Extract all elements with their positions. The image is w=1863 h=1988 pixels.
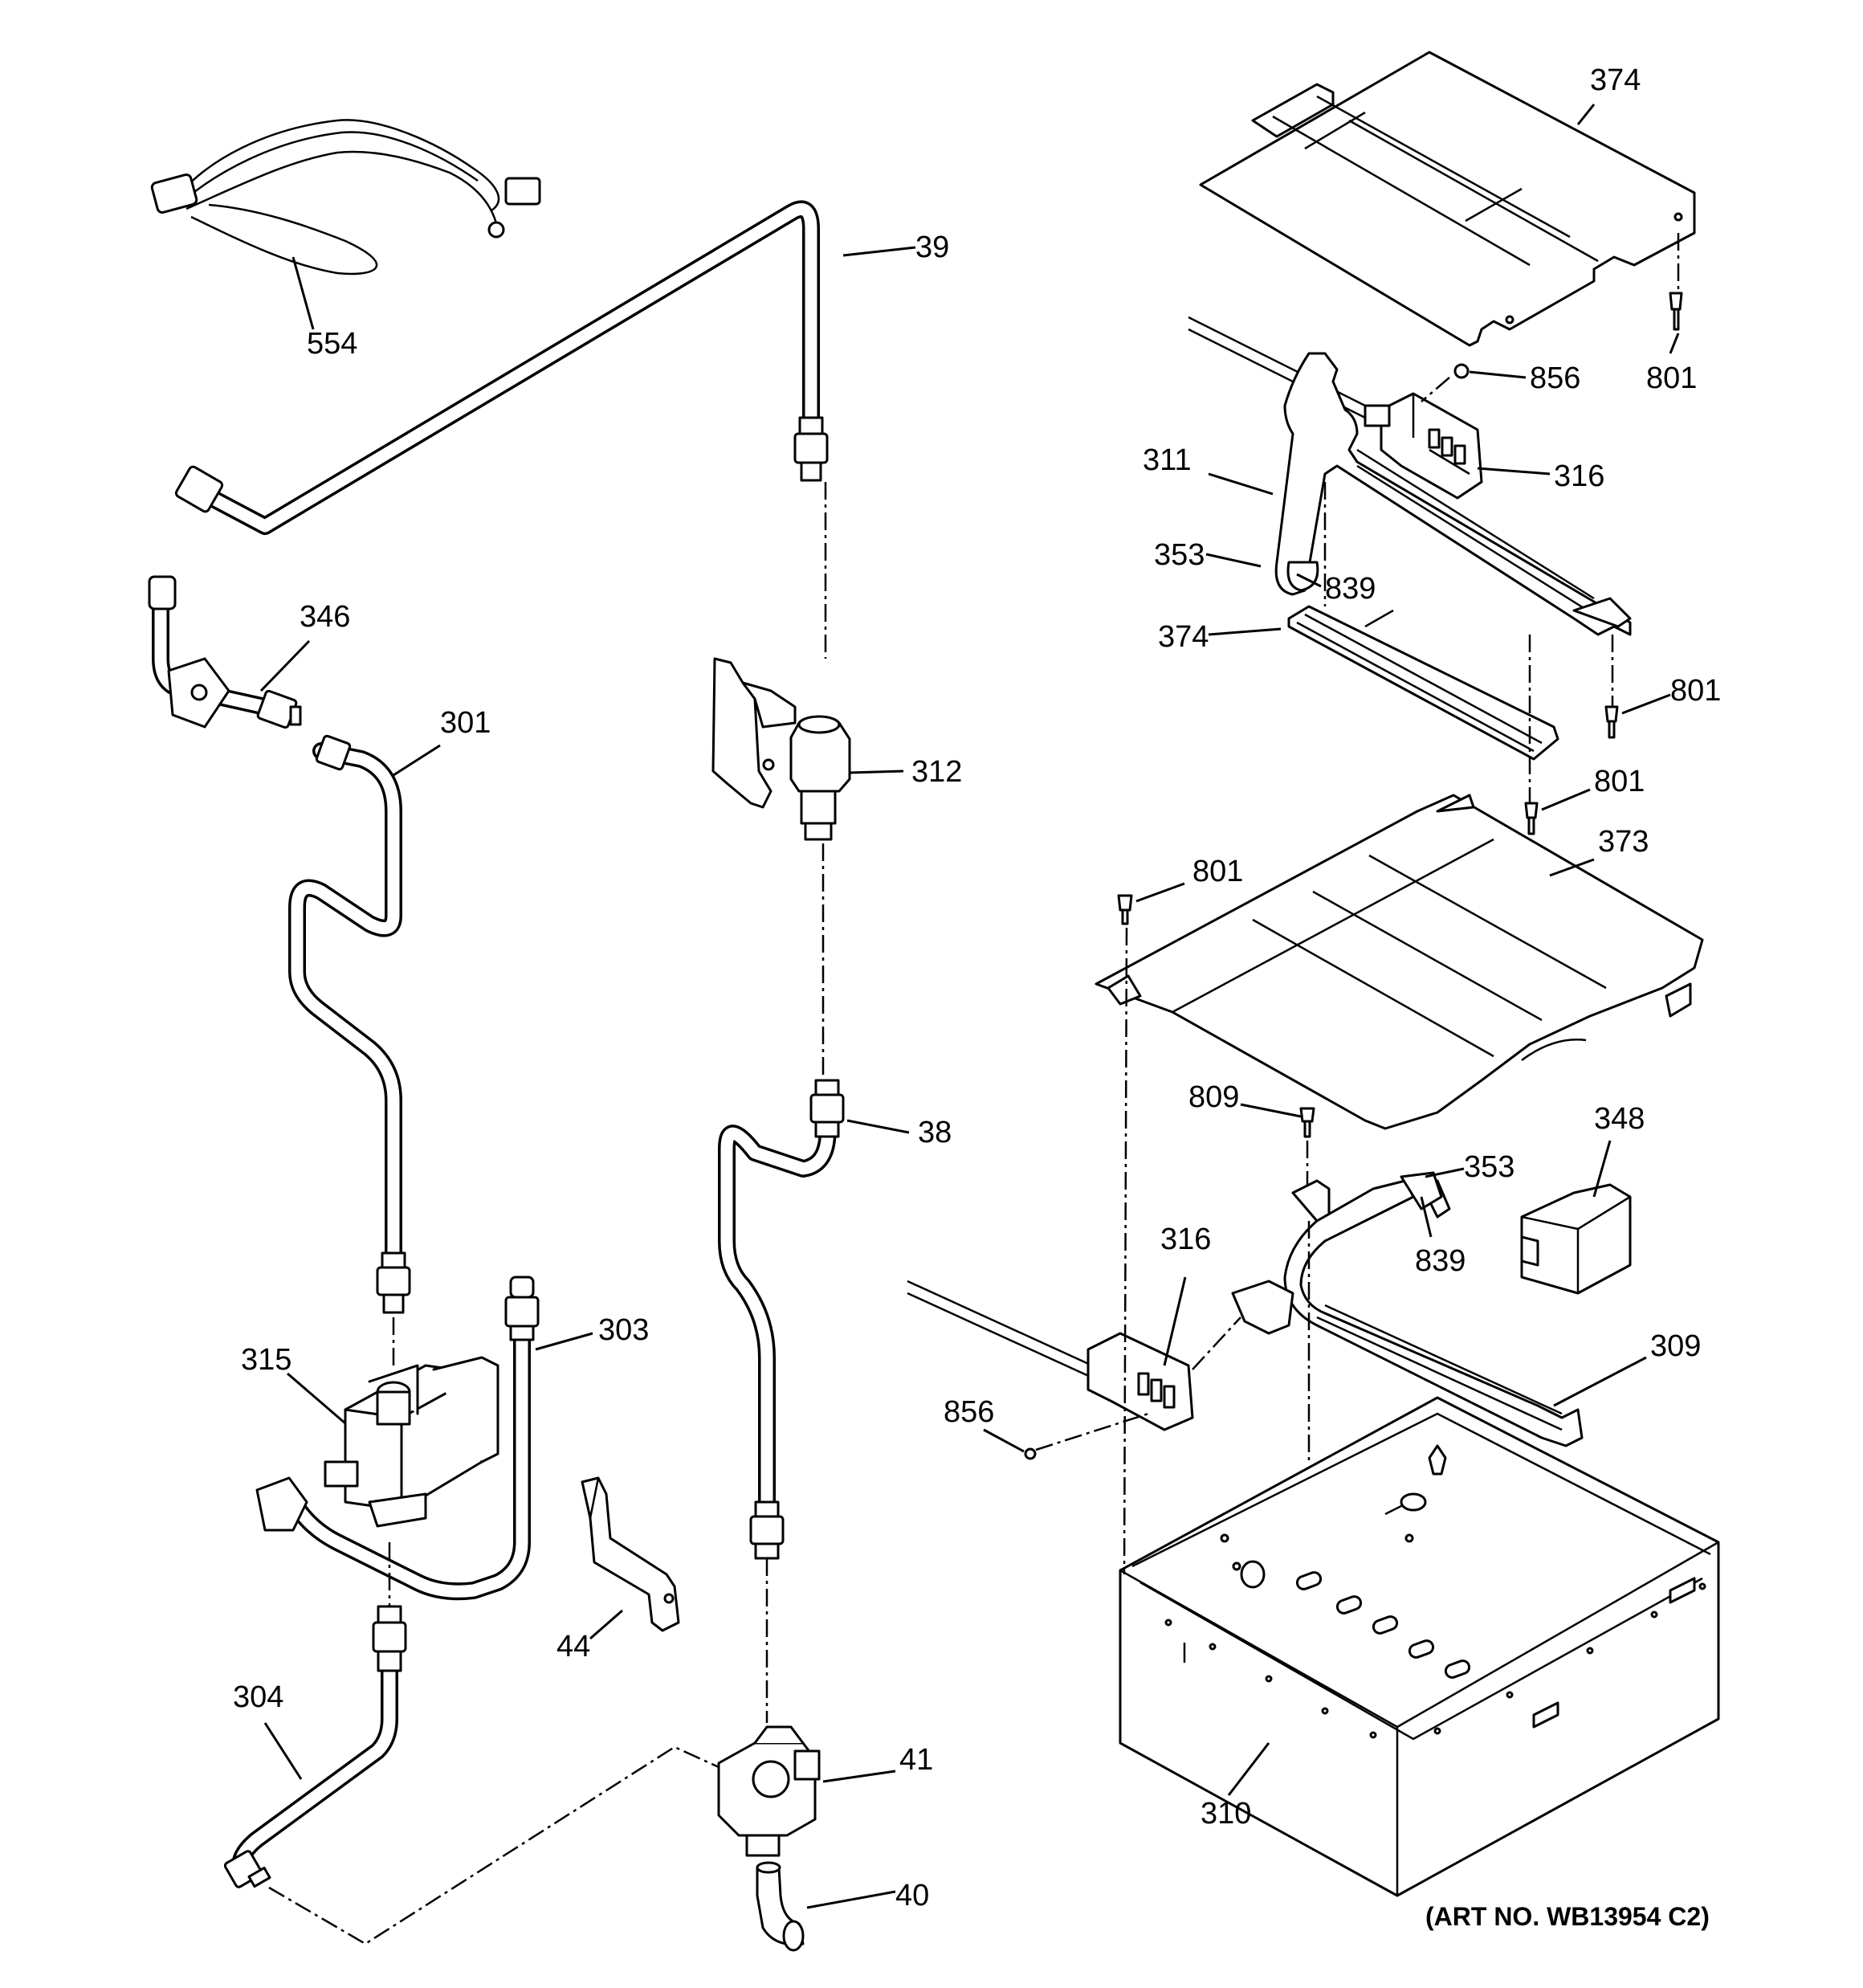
callout-801-top: 801 bbox=[1646, 361, 1697, 395]
tube-304 bbox=[223, 1605, 407, 1888]
valve-315 bbox=[255, 1276, 540, 1601]
bracket-44 bbox=[581, 1476, 680, 1632]
callout-315: 315 bbox=[241, 1343, 291, 1377]
callout-373: 373 bbox=[1598, 825, 1649, 859]
callout-309: 309 bbox=[1650, 1329, 1701, 1363]
screw-856-low bbox=[1024, 1447, 1037, 1460]
callout-839-low: 839 bbox=[1415, 1244, 1466, 1278]
cover-348 bbox=[1520, 1183, 1632, 1295]
tube-301 bbox=[288, 734, 411, 1314]
tube-38 bbox=[718, 1079, 845, 1560]
callout-346: 346 bbox=[300, 600, 350, 634]
callout-809: 809 bbox=[1188, 1080, 1239, 1114]
screw-809 bbox=[1299, 1107, 1315, 1138]
screw-801-left bbox=[1117, 894, 1133, 925]
screw-801-mid2 bbox=[1524, 802, 1539, 835]
callout-44: 44 bbox=[556, 1630, 590, 1663]
leader-lines bbox=[259, 104, 1680, 1909]
callout-353-low: 353 bbox=[1464, 1150, 1514, 1184]
callout-801-mid2: 801 bbox=[1594, 765, 1645, 798]
valve-bracket-312 bbox=[711, 657, 851, 841]
callout-374-mid: 374 bbox=[1158, 620, 1209, 654]
callout-316-top: 316 bbox=[1554, 459, 1604, 493]
callout-310: 310 bbox=[1201, 1797, 1251, 1831]
tube-39 bbox=[174, 200, 829, 535]
igniter-316-top bbox=[1364, 392, 1483, 500]
burner-309 bbox=[1231, 1171, 1584, 1447]
wire-harness-554 bbox=[150, 119, 541, 276]
burner-tray-374-mid bbox=[1287, 605, 1559, 761]
broil-shield-373 bbox=[1095, 794, 1704, 1130]
burner-311 bbox=[1188, 316, 1632, 636]
callout-39: 39 bbox=[915, 231, 949, 264]
burner-box-310 bbox=[1119, 1396, 1720, 1897]
callout-304: 304 bbox=[233, 1680, 283, 1714]
valve-41 bbox=[717, 1725, 821, 1857]
callout-856-low: 856 bbox=[944, 1395, 994, 1429]
alignment-lines-right bbox=[1035, 233, 1680, 1575]
callout-40: 40 bbox=[895, 1879, 929, 1912]
elbow-40 bbox=[756, 1861, 805, 1952]
art-number-label: (ART NO. WB13954 C2) bbox=[1425, 1902, 1710, 1931]
callout-312: 312 bbox=[911, 755, 962, 789]
callout-41: 41 bbox=[899, 1743, 933, 1777]
orifice-fitting-346 bbox=[148, 575, 302, 729]
screw-856-top bbox=[1453, 363, 1470, 379]
callout-301: 301 bbox=[440, 706, 491, 740]
callout-856-top: 856 bbox=[1530, 361, 1580, 395]
callout-38: 38 bbox=[918, 1116, 952, 1149]
burner-shield-374-top bbox=[1199, 51, 1696, 347]
callout-353-top: 353 bbox=[1154, 538, 1205, 572]
callout-839-top: 839 bbox=[1325, 572, 1376, 606]
callout-554: 554 bbox=[307, 327, 357, 361]
alignment-lines-left bbox=[268, 482, 827, 1945]
callout-801-left: 801 bbox=[1192, 855, 1243, 888]
callout-311: 311 bbox=[1143, 443, 1192, 477]
callout-348: 348 bbox=[1594, 1102, 1645, 1136]
callout-labels: 374 39 554 856 801 311 316 353 839 374 8… bbox=[233, 63, 1721, 1912]
screw-801-top bbox=[1669, 292, 1683, 331]
callout-316-low: 316 bbox=[1160, 1223, 1211, 1256]
callout-303: 303 bbox=[598, 1313, 649, 1347]
callout-801-mid1: 801 bbox=[1670, 674, 1721, 708]
screw-801-mid1 bbox=[1604, 705, 1619, 739]
callout-374-top: 374 bbox=[1590, 63, 1641, 97]
